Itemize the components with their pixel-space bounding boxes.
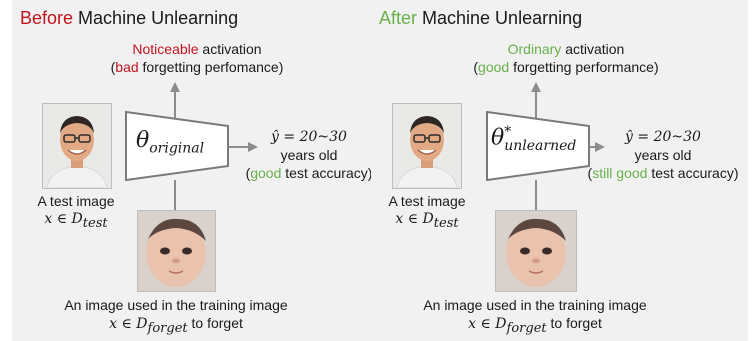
forget-image-baby-face: [137, 210, 216, 292]
model-trapezoid: [486, 110, 590, 182]
baby-face-illustration: [138, 211, 215, 291]
adult-face-illustration: [43, 104, 111, 188]
before-diagram-lines: [125, 82, 258, 210]
after-diagram-lines: [486, 82, 605, 210]
forget-image-caption: An image used in the training image x ∈ …: [423, 297, 647, 336]
test-image-adult-face: [392, 103, 462, 189]
prediction-text: ŷ = 20~30 years old (good test accuracy): [245, 129, 373, 181]
test-image-caption: A test image x ∈ Dtest: [37, 193, 115, 231]
model-theta-unlearned: θ*unlearned: [491, 124, 577, 154]
forget-image-baby-face: [495, 210, 577, 292]
test-image-adult-face: [42, 103, 112, 189]
activation-note: Ordinary activation (good forgetting per…: [473, 41, 659, 75]
model-trapezoid: [125, 110, 229, 182]
adult-face-illustration: [393, 104, 461, 188]
model-theta-original: θoriginal: [136, 128, 205, 157]
after-title: After Machine Unlearning: [379, 8, 583, 28]
prediction-text: ŷ = 20~30 years old (still good test acc…: [587, 129, 739, 181]
after-panel: After Machine Unlearning Ordinary activa…: [371, 0, 748, 341]
test-image-caption: A test image x ∈ Dtest: [388, 193, 466, 231]
before-panel: Before Machine Unlearning Noticeable act…: [12, 0, 373, 341]
baby-face-illustration: [496, 211, 576, 291]
activation-note: Noticeable activation (bad forgetting pe…: [110, 41, 284, 75]
before-title: Before Machine Unlearning: [20, 8, 239, 28]
forget-image-caption: An image used in the training image x ∈ …: [64, 297, 288, 336]
